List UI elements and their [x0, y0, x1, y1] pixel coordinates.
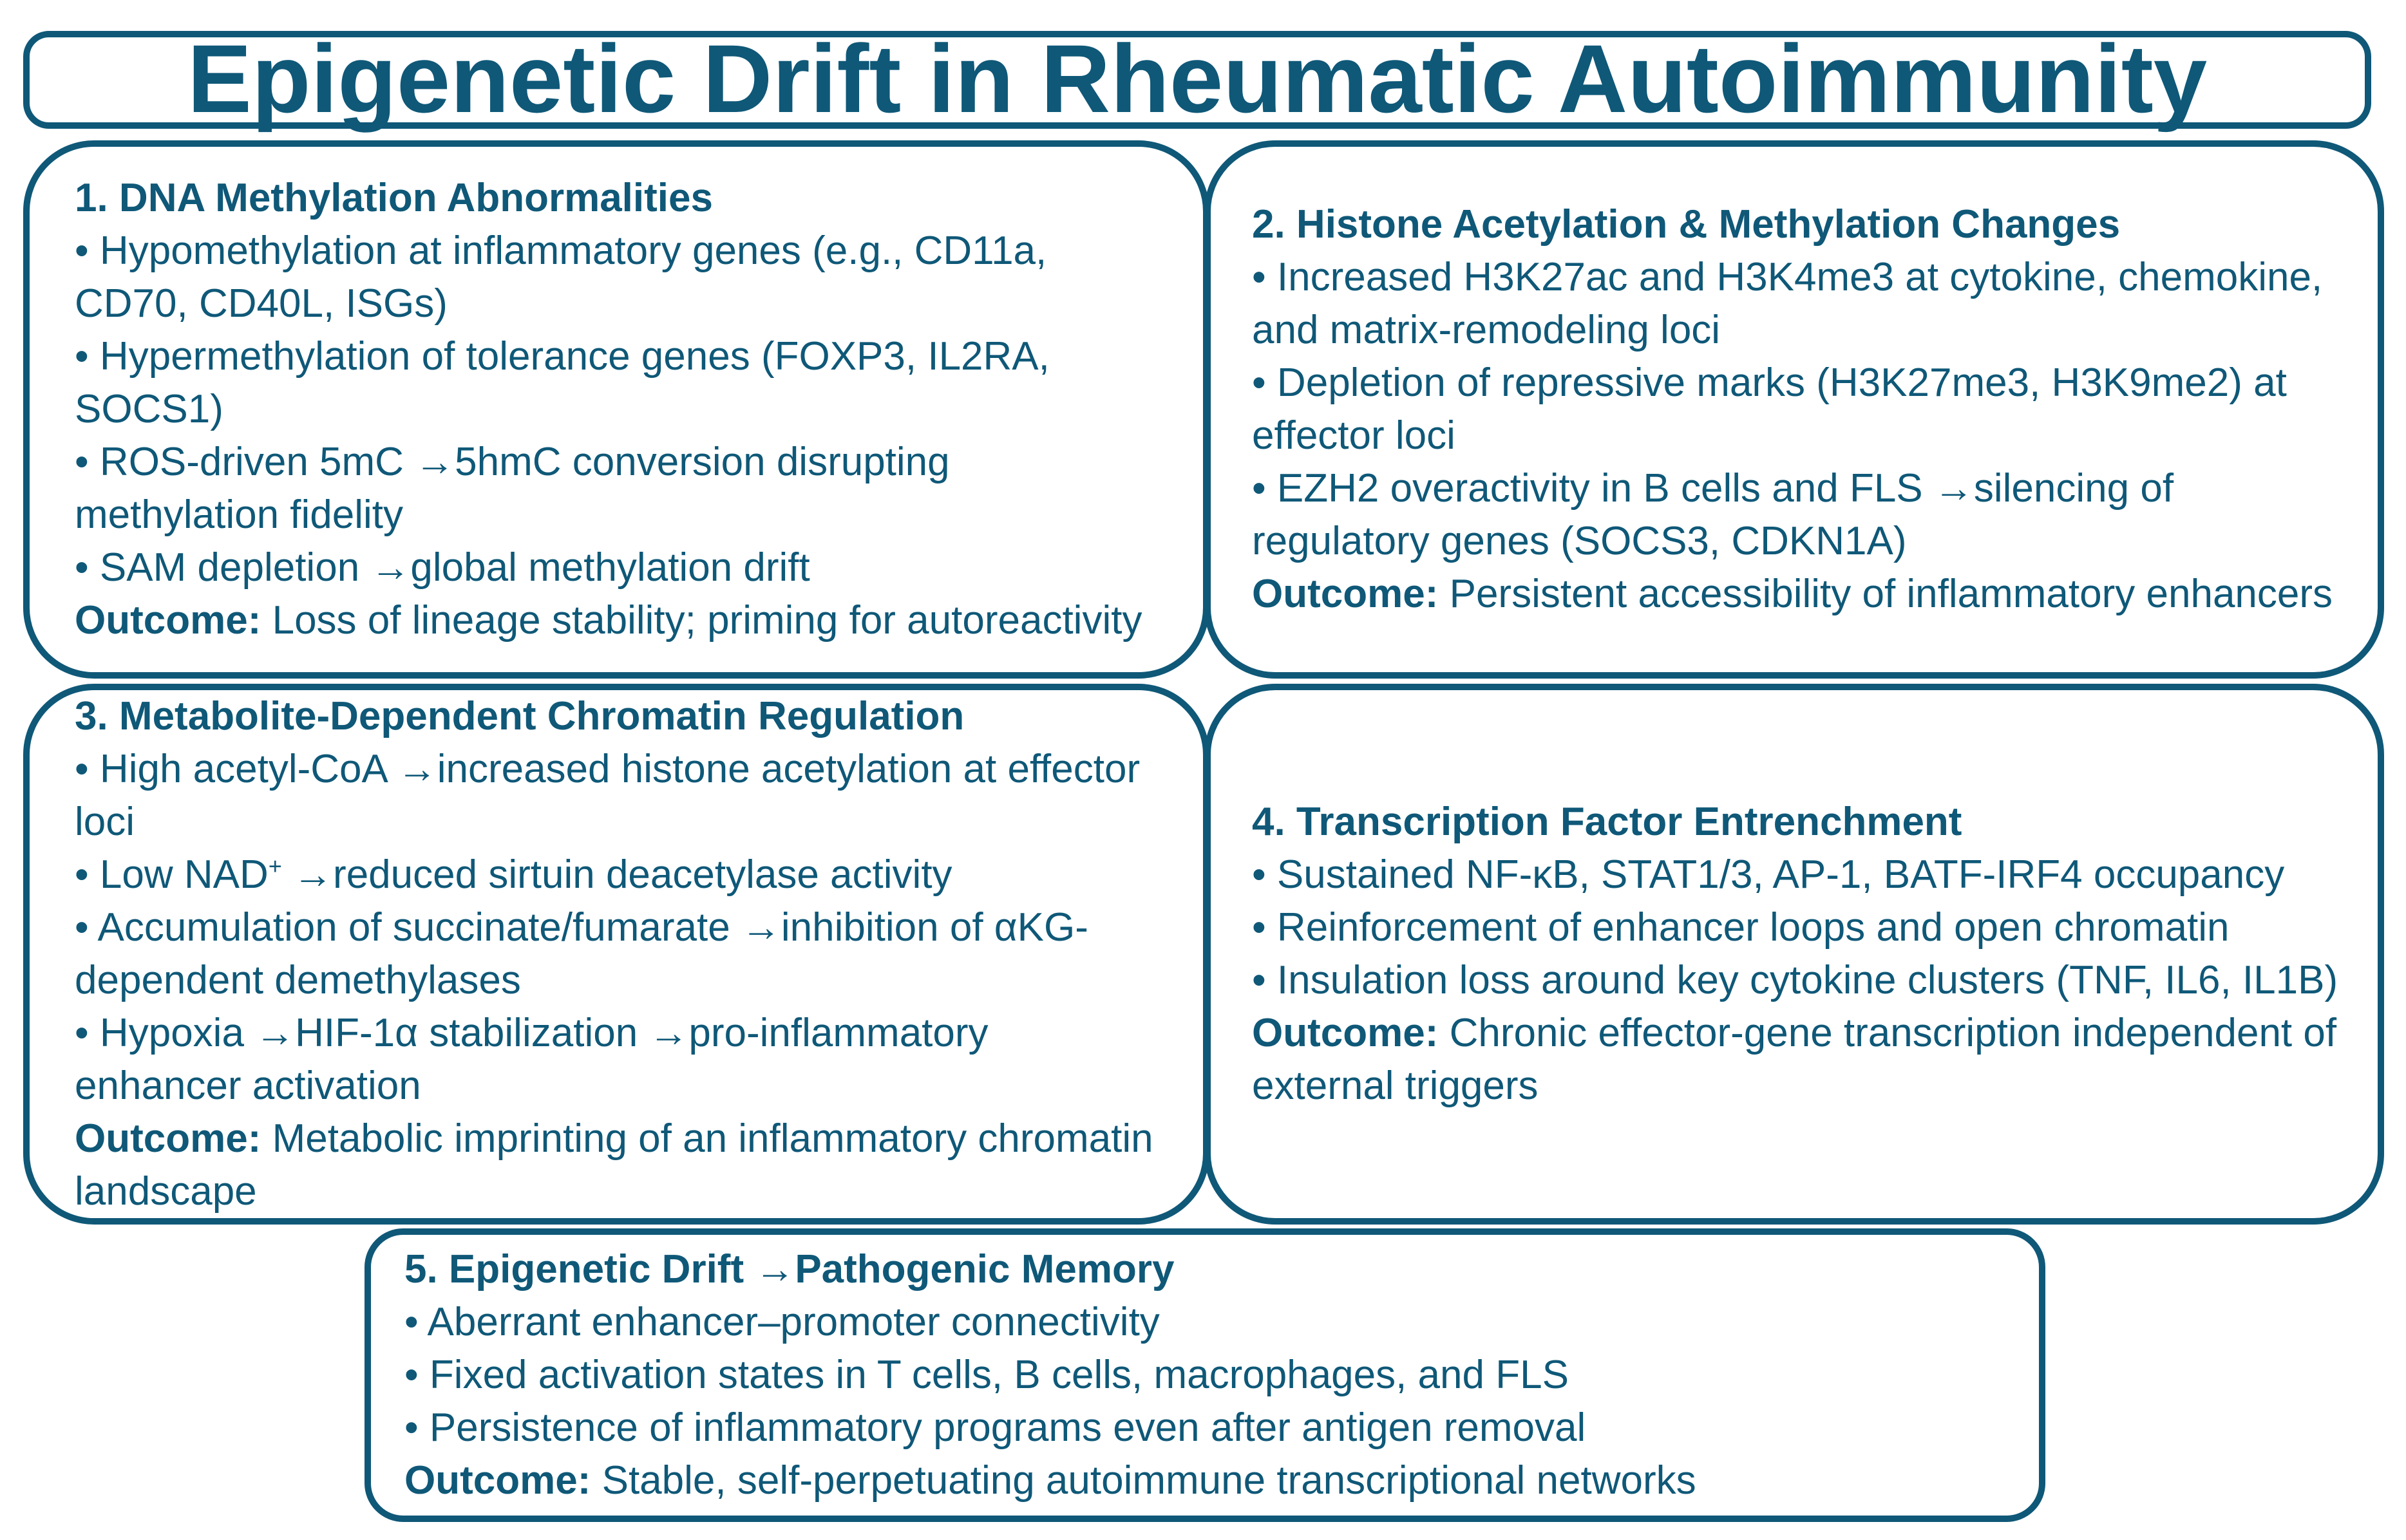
bullet-item: • Increased H3K27ac and H3K4me3 at cytok…	[1252, 255, 2323, 352]
bullet-item: • SAM depletion →global methylation drif…	[75, 545, 810, 590]
panel-pathogenic-memory: 5. Epigenetic Drift →Pathogenic Memory •…	[365, 1228, 2045, 1522]
outcome-label: Outcome:	[404, 1458, 591, 1503]
outcome-text: Chronic effector-gene transcription inde…	[1252, 1011, 2337, 1108]
bullet-item: • Hypermethylation of tolerance genes (F…	[75, 334, 1050, 431]
bullet-item: • Accumulation of succinate/fumarate →in…	[75, 905, 1088, 1002]
panel-heading: 3. Metabolite-Dependent Chromatin Regula…	[75, 694, 965, 738]
bullet-item: • Reinforcement of enhancer loops and op…	[1252, 905, 2230, 950]
page-title: Epigenetic Drift in Rheumatic Autoimmuni…	[187, 24, 2208, 133]
outcome-text: Loss of lineage stability; priming for a…	[261, 598, 1142, 643]
bullet-item: • Hypoxia →HIF-1α stabilization →pro-inf…	[75, 1011, 989, 1108]
bullet-text: • Low NAD	[75, 852, 269, 897]
outcome-line: Outcome: Chronic effector-gene transcrip…	[1252, 1007, 2345, 1113]
bullet-item: • Insulation loss around key cytokine cl…	[1252, 958, 2338, 1002]
panel-metabolite-chromatin: 3. Metabolite-Dependent Chromatin Regula…	[23, 684, 1209, 1225]
panel-heading: 1. DNA Methylation Abnormalities	[75, 176, 713, 220]
outcome-text: Stable, self-perpetuating autoimmune tra…	[591, 1458, 1696, 1503]
outcome-line: Outcome: Persistent accessibility of inf…	[1252, 568, 2345, 621]
outcome-line: Outcome: Metabolic imprinting of an infl…	[75, 1113, 1164, 1218]
bullet-item: • Hypomethylation at inflammatory genes …	[75, 229, 1047, 326]
outcome-text: Metabolic imprinting of an inflammatory …	[75, 1116, 1153, 1214]
outcome-line: Outcome: Stable, self-perpetuating autoi…	[404, 1454, 2000, 1507]
bullet-item: • High acetyl-CoA →increased histone ace…	[75, 747, 1141, 844]
outcome-label: Outcome:	[75, 598, 261, 643]
superscript-plus: +	[268, 852, 282, 879]
panel-transcription-factor: 4. Transcription Factor Entrenchment • S…	[1204, 684, 2384, 1225]
bullet-item: • Sustained NF-κB, STAT1/3, AP-1, BATF-I…	[1252, 852, 2285, 897]
outcome-line: Outcome: Loss of lineage stability; prim…	[75, 594, 1164, 647]
bullet-item: • Low NAD+ →reduced sirtuin deacetylase …	[75, 849, 1164, 901]
panel-dna-methylation: 1. DNA Methylation Abnormalities • Hypom…	[23, 140, 1209, 679]
bullet-item: • Persistence of inflammatory programs e…	[404, 1405, 1586, 1450]
bullet-item: • Depletion of repressive marks (H3K27me…	[1252, 361, 2287, 458]
bullet-item: • Fixed activation states in T cells, B …	[404, 1353, 1569, 1397]
bullet-item: • ROS-driven 5mC →5hmC conversion disrup…	[75, 440, 950, 537]
title-banner: Epigenetic Drift in Rheumatic Autoimmuni…	[23, 24, 2371, 133]
bullet-item: • Aberrant enhancer–promoter connectivit…	[404, 1300, 1160, 1344]
panel-histone-changes: 2. Histone Acetylation & Methylation Cha…	[1204, 140, 2384, 679]
panel-heading: 5. Epigenetic Drift →Pathogenic Memory	[404, 1247, 1175, 1291]
outcome-label: Outcome:	[1252, 1011, 1439, 1055]
outcome-label: Outcome:	[75, 1116, 261, 1161]
outcome-text: Persistent accessibility of inflammatory…	[1438, 572, 2333, 616]
panel-heading: 4. Transcription Factor Entrenchment	[1252, 800, 1962, 844]
outcome-label: Outcome:	[1252, 572, 1439, 616]
bullet-text: →reduced sirtuin deacetylase activity	[281, 852, 952, 897]
panel-heading: 2. Histone Acetylation & Methylation Cha…	[1252, 202, 2121, 247]
bullet-item: • EZH2 overactivity in B cells and FLS →…	[1252, 466, 2174, 563]
